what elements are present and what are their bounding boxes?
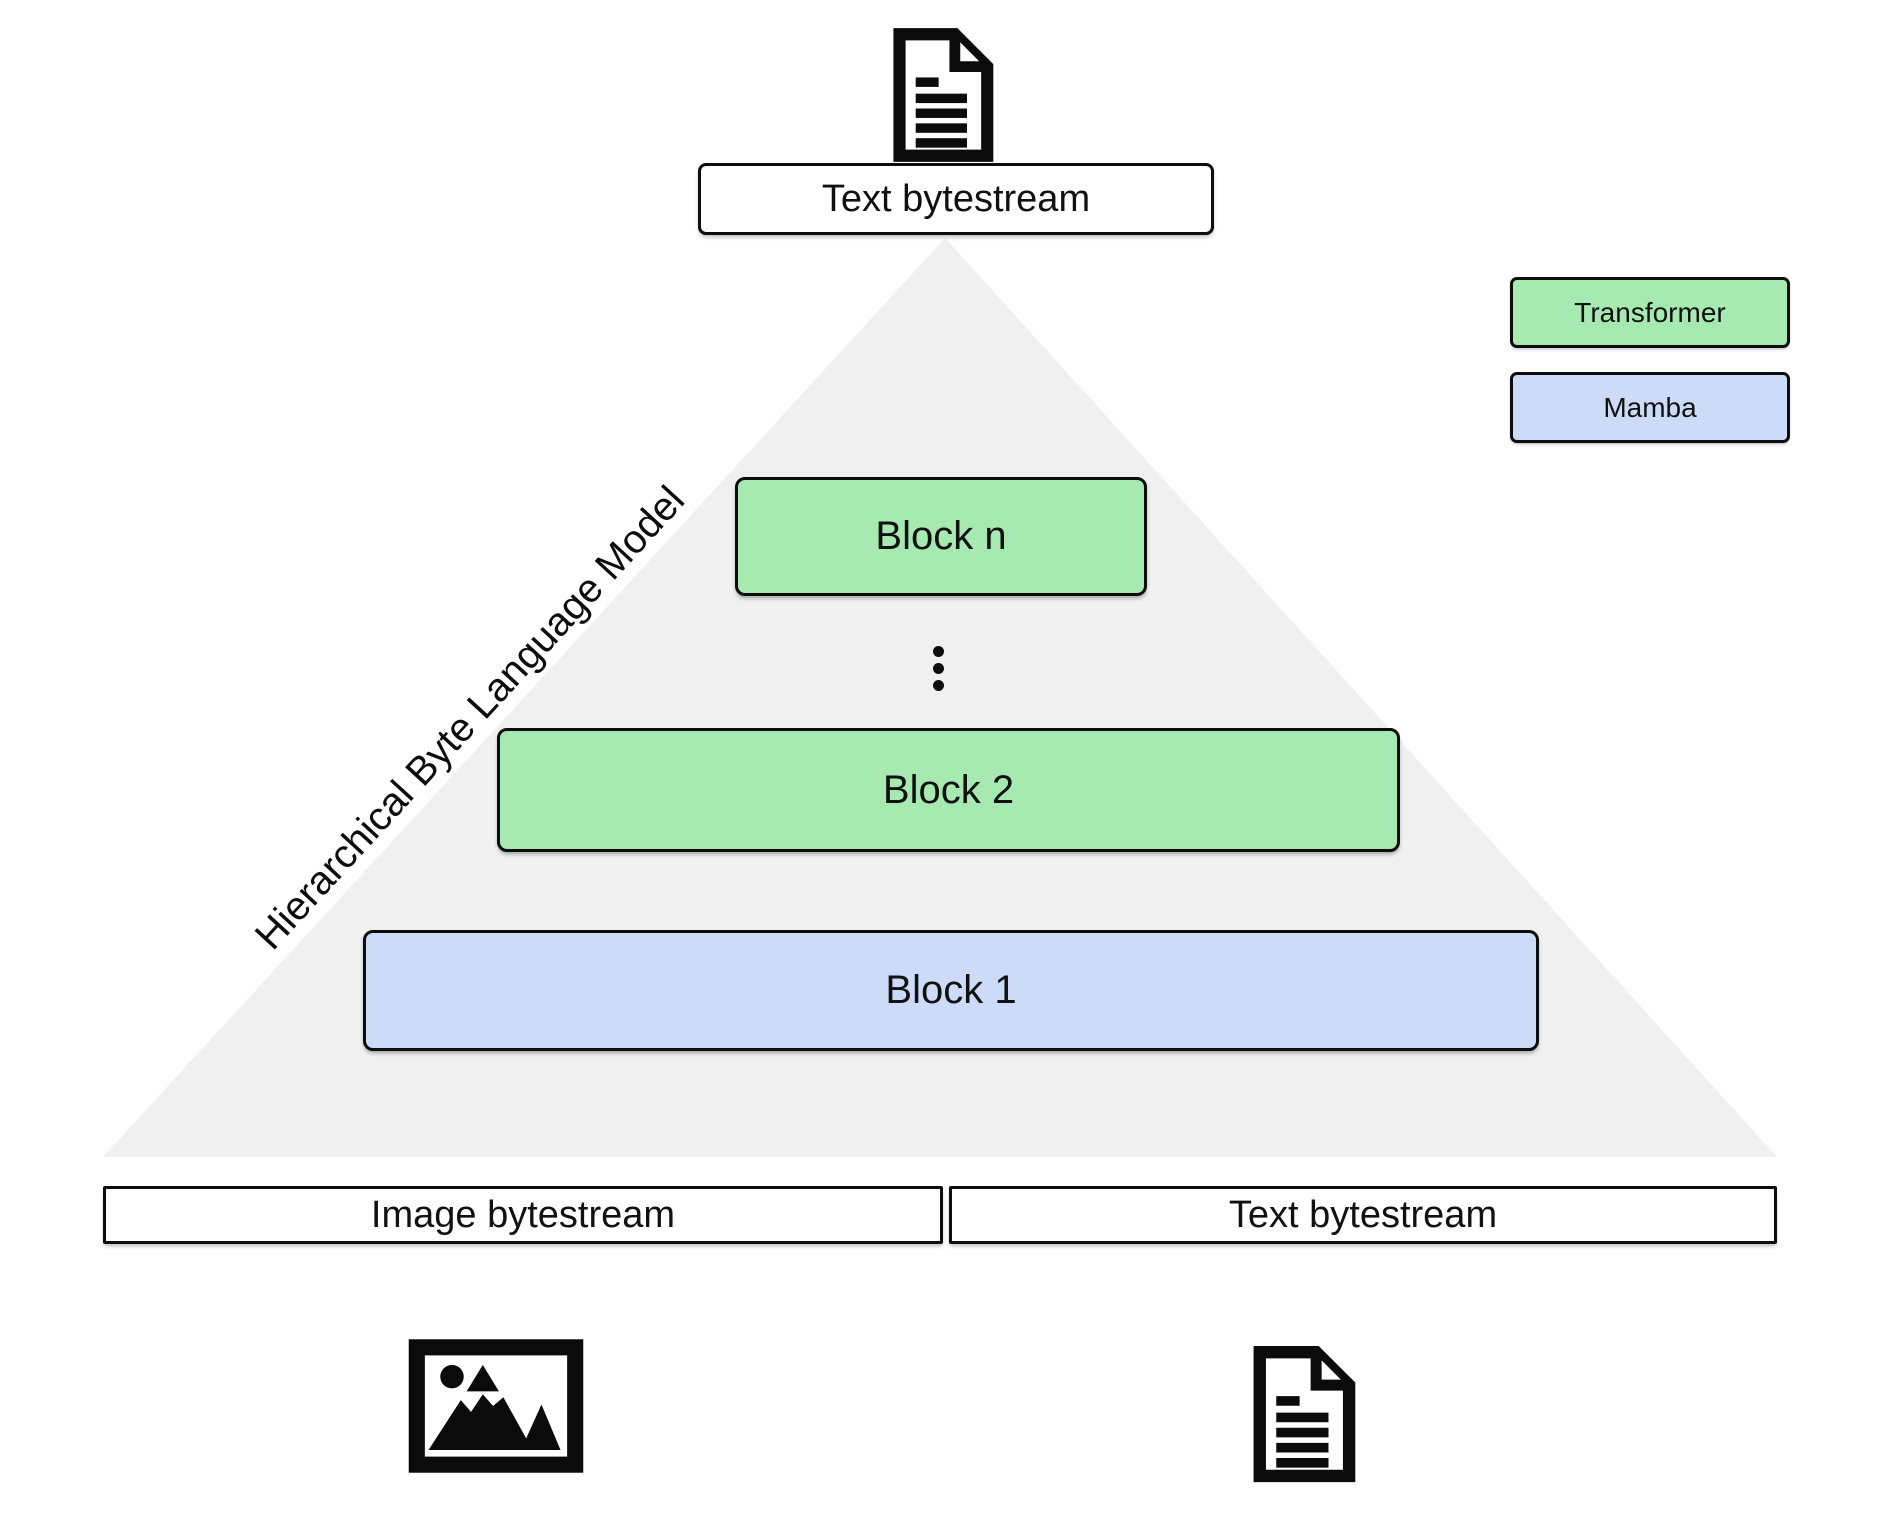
input-image-bytestream-box: Image bytestream (103, 1186, 943, 1244)
block-2: Block 2 (497, 728, 1400, 852)
ellipsis-dot (932, 646, 944, 657)
image-icon (408, 1339, 584, 1473)
ellipsis-dot (932, 680, 944, 691)
output-text-bytestream-box: Text bytestream (698, 163, 1214, 235)
block-1: Block 1 (363, 930, 1539, 1051)
legend-mamba: Mamba (1510, 372, 1790, 443)
input-text-bytestream-box: Text bytestream (949, 1186, 1777, 1244)
block-n: Block n (735, 477, 1147, 596)
legend-transformer: Transformer (1510, 277, 1790, 348)
ellipsis-dots (920, 643, 956, 694)
document-icon (1253, 1345, 1356, 1483)
document-icon (893, 28, 994, 162)
ellipsis-dot (932, 663, 944, 674)
